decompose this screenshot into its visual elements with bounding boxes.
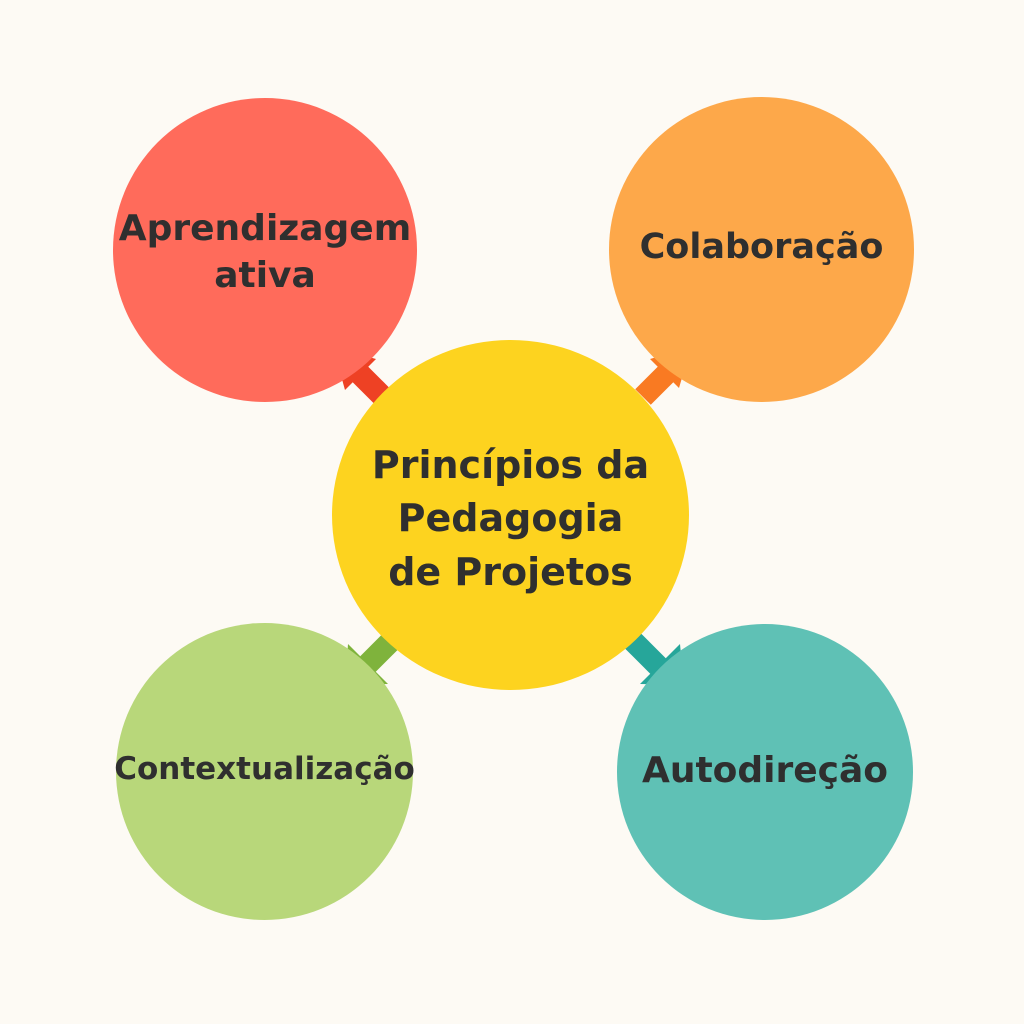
node-contextualizacao: Contextualização [114,623,415,920]
node-label: Colaboração [639,226,884,267]
center-label: Princípios da Pedagogia de Projetos [371,443,650,594]
node-label: Autodireção [641,749,889,791]
node-autodirecao: Autodireção [617,624,913,920]
center-node: Princípios da Pedagogia de Projetos [332,340,689,690]
node-colaboracao: Colaboração [609,97,914,402]
node-label: Aprendizagem ativa [118,208,412,296]
node-label: Contextualização [114,751,415,788]
node-aprendizagem-ativa: Aprendizagem ativa [113,98,417,402]
